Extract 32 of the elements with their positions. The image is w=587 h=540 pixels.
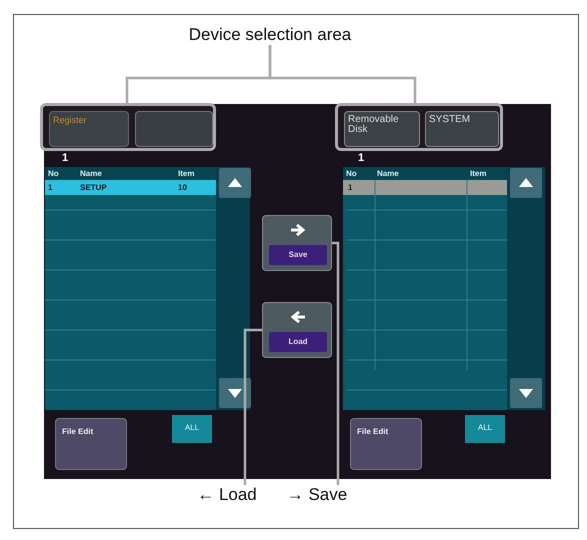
page-number: 1 [358,153,364,163]
callout-text: ← Load [183,485,271,509]
table-text: Name [80,169,102,179]
device-button: Removable Disk [344,111,420,147]
button-label: Load [269,332,327,352]
file-edit-button: File Edit [55,418,127,470]
table-text: 1 [48,183,52,193]
all-button: ALL [465,415,505,443]
table-text: 10 [178,183,187,193]
leader-line [268,45,416,103]
save-button [262,215,332,271]
table-text: No [48,169,59,179]
leader-line [244,328,262,485]
page-number: 1 [62,153,68,163]
table-text: No [346,169,357,179]
device-button: SYSTEM [425,111,499,147]
device-button: Register [49,111,129,147]
callout-text: Device selection area [170,25,370,45]
leader-line [332,242,340,485]
table-text: Name [377,169,399,179]
table-text: Item [178,169,194,179]
selection-outline [335,103,503,151]
table-text: SETUP [80,183,107,193]
selection-outline [40,103,216,151]
button-label: Save [269,245,327,265]
table-text: 1 [348,183,352,193]
device-button [135,111,213,147]
all-button: ALL [172,415,212,443]
callout-text: → Save [273,485,361,509]
file-edit-button: File Edit [350,418,422,470]
table-text: Item [470,169,486,179]
load-button [262,302,332,358]
